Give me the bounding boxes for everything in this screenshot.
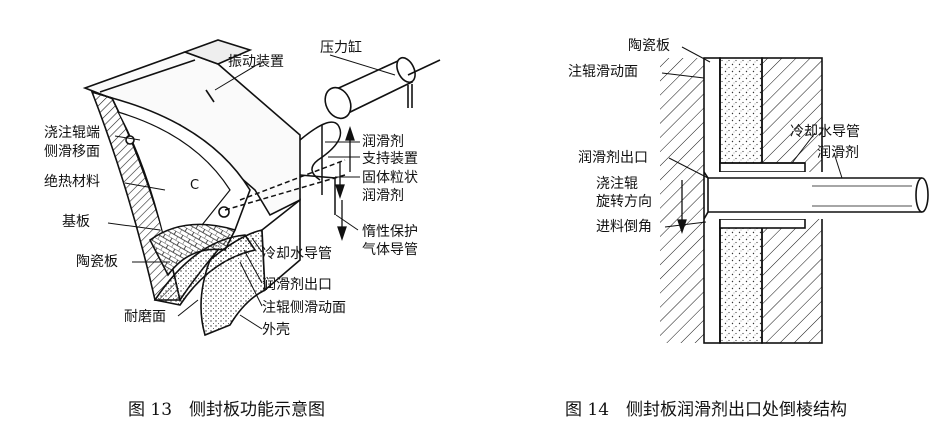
figure-13: 振动装置 压力缸 浇注辊端 侧滑移面 绝热材料 基板 陶瓷板 耐磨面 润滑剂 支… bbox=[0, 0, 472, 437]
label-pour-roll: 浇注辊 bbox=[596, 176, 638, 192]
label-wear-surface: 耐磨面 bbox=[124, 309, 166, 325]
label-roll-side-surface: 注辊侧滑动面 bbox=[262, 300, 346, 316]
label-roll-slide-surface: 注辊滑动面 bbox=[568, 64, 638, 80]
label-pressure-cylinder: 压力缸 bbox=[320, 40, 362, 56]
label-feed-chamfer: 进料倒角 bbox=[596, 219, 652, 235]
label-ceramic-plate: 陶瓷板 bbox=[76, 254, 118, 270]
label-rotation-direction: 旋转方向 bbox=[596, 194, 652, 210]
label-insulation: 绝热材料 bbox=[44, 174, 100, 190]
label-lube-outlet: 润滑剂出口 bbox=[262, 277, 332, 293]
label-shell: 外壳 bbox=[262, 322, 290, 338]
shell bbox=[200, 198, 301, 337]
leader-lines bbox=[661, 46, 843, 228]
figure-13-drawing bbox=[82, 39, 441, 337]
label-base-plate: 基板 bbox=[62, 214, 90, 230]
label-inert-gas-1: 惰性保护 bbox=[362, 224, 418, 240]
figure-13-caption: 图 13 侧封板功能示意图 bbox=[128, 400, 326, 420]
figure-14-drawing bbox=[660, 46, 929, 344]
figure-14: 陶瓷板 注辊滑动面 冷却水导管 润滑剂 润滑剂出口 浇注辊 旋转方向 进料倒角 … bbox=[472, 0, 945, 437]
pipes bbox=[224, 121, 346, 215]
marker-c: C bbox=[190, 178, 200, 193]
label-vibration-device: 振动装置 bbox=[228, 54, 284, 70]
label-pour-roll-end: 浇注辊端 bbox=[44, 125, 100, 141]
side-seal-plate bbox=[90, 90, 257, 306]
lubricant-pipe bbox=[703, 171, 929, 220]
flow-arrows bbox=[335, 125, 355, 242]
label-lube-outlet: 润滑剂出口 bbox=[578, 150, 648, 166]
label-lubricant: 润滑剂 bbox=[362, 134, 404, 150]
pressure-cylinder bbox=[324, 56, 441, 120]
label-ceramic-plate: 陶瓷板 bbox=[628, 38, 670, 54]
rotation-arrow bbox=[677, 180, 687, 235]
figure-14-caption: 图 14 侧封板润滑剂出口处倒棱结构 bbox=[565, 400, 848, 420]
label-lubricant: 润滑剂 bbox=[817, 145, 859, 161]
label-side-slide-surface: 侧滑移面 bbox=[44, 144, 100, 160]
label-cooling-pipe: 冷却水导管 bbox=[790, 124, 860, 140]
leader-lines bbox=[107, 54, 396, 330]
label-inert-gas-2: 气体导管 bbox=[362, 242, 418, 258]
label-solid-granular: 固体粒状 bbox=[362, 170, 418, 186]
label-support-device: 支持装置 bbox=[362, 151, 418, 167]
label-solid-lubricant: 润滑剂 bbox=[362, 188, 404, 204]
label-cooling-pipe: 冷却水导管 bbox=[262, 246, 332, 262]
